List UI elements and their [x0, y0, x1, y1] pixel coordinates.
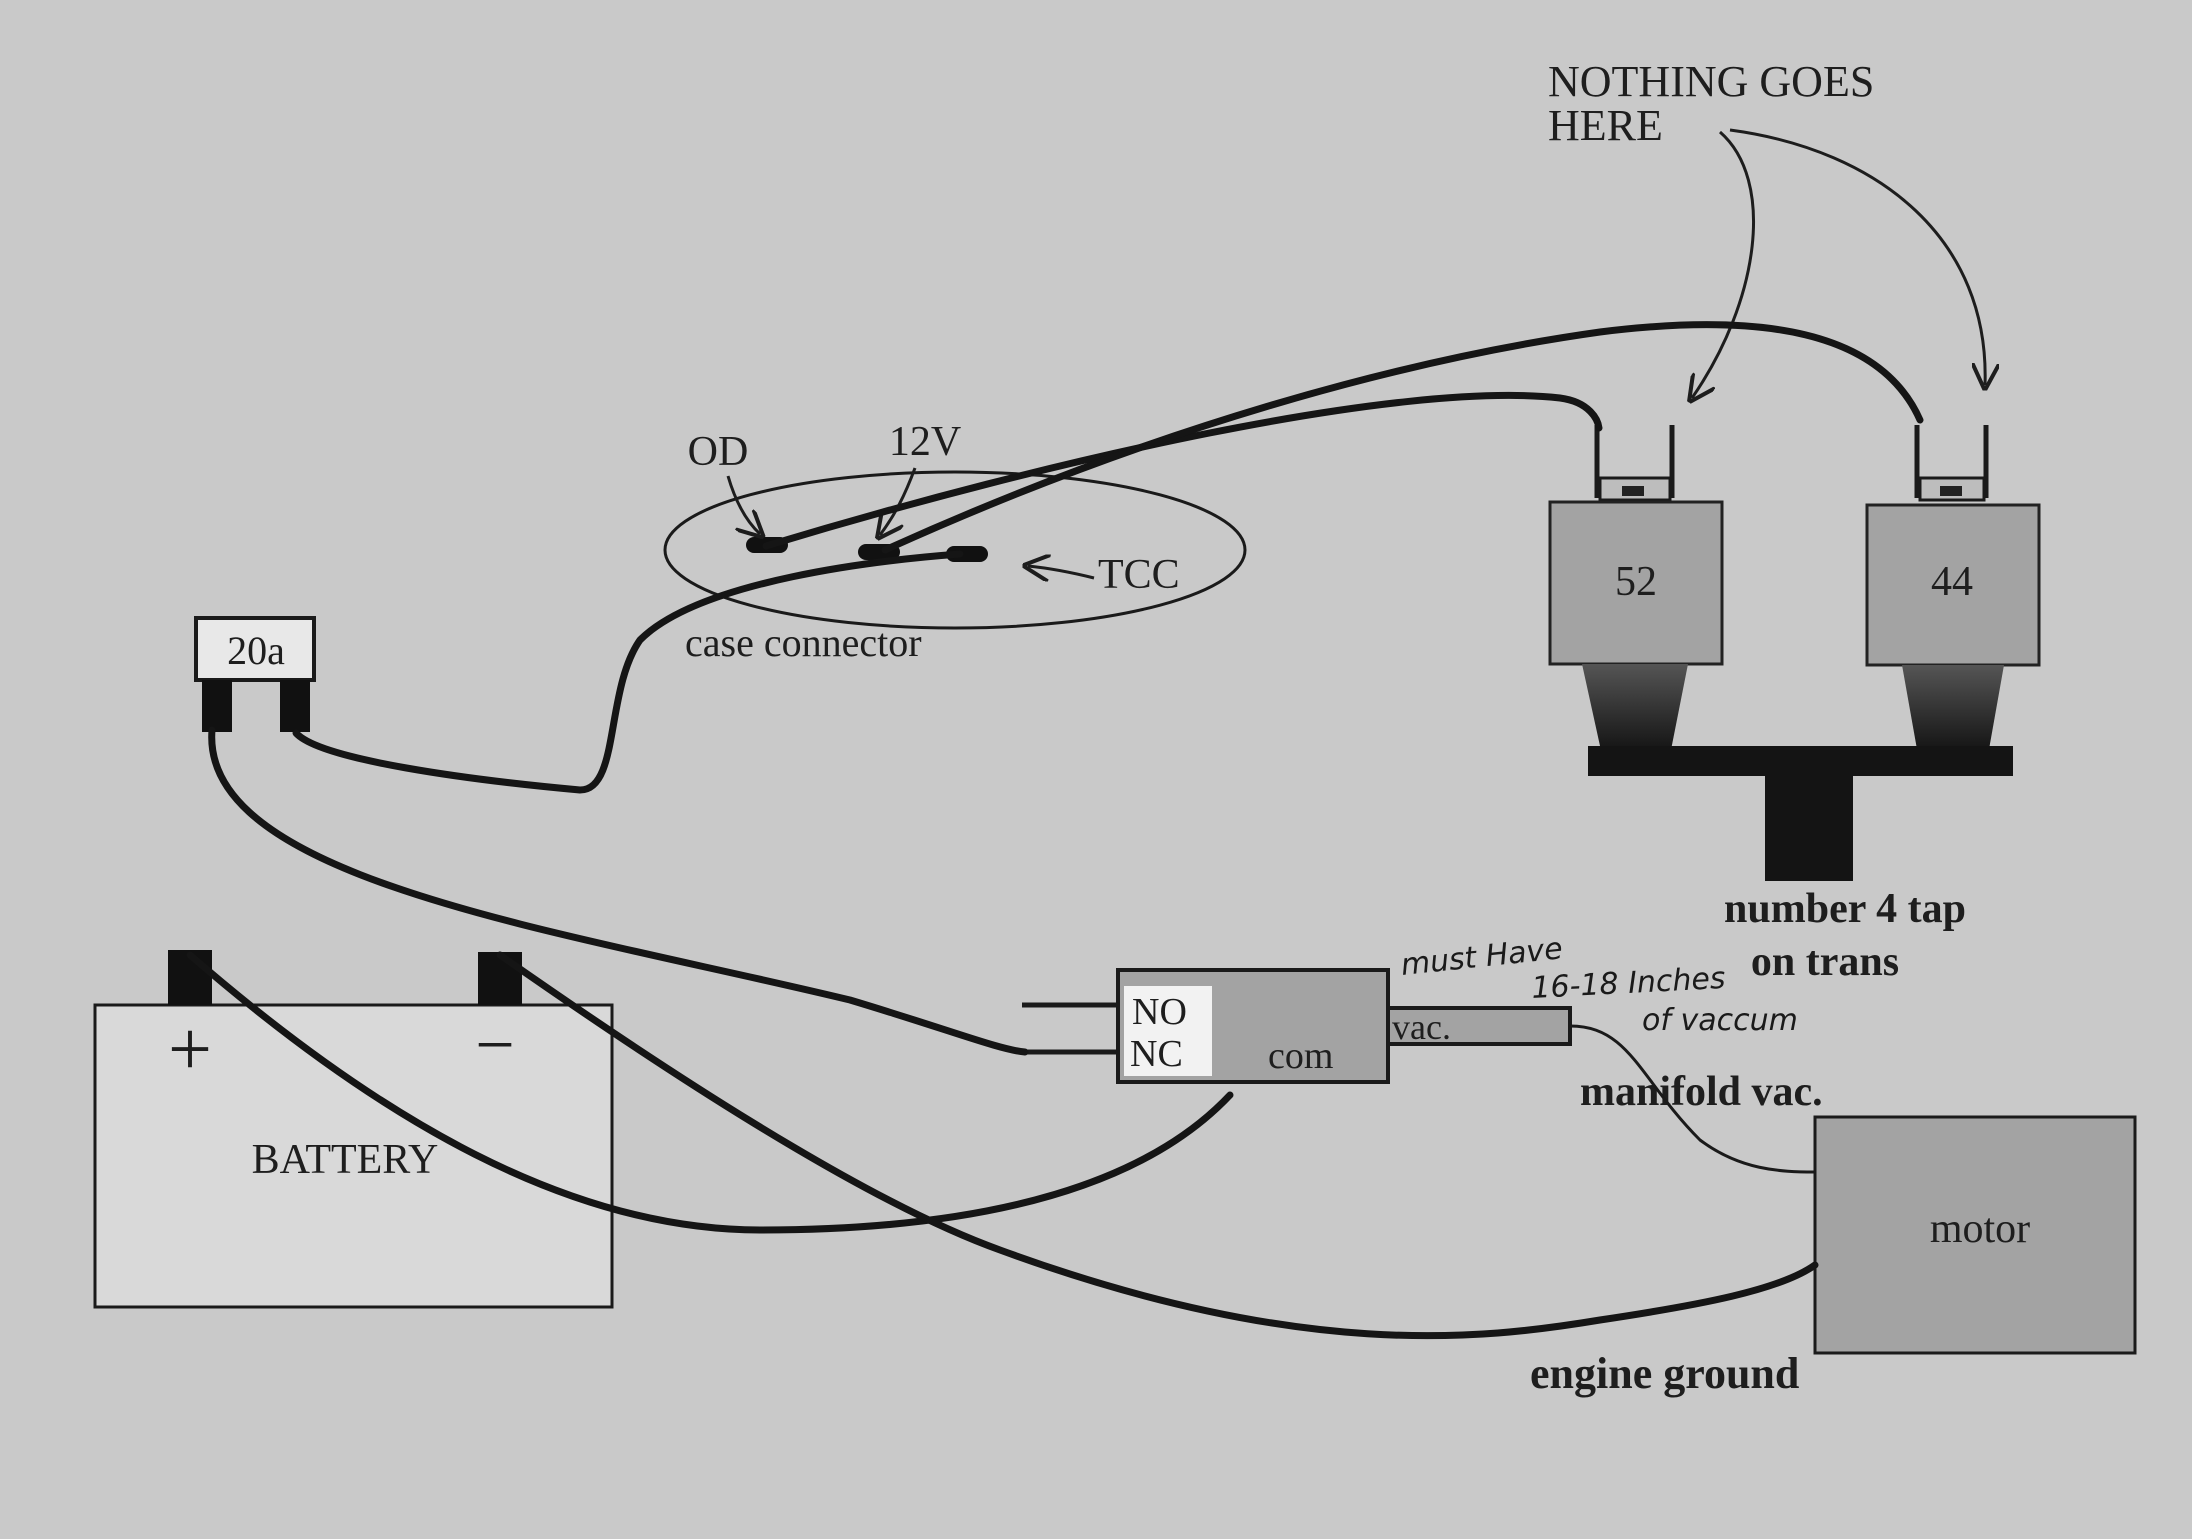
battery-negative-terminal: [478, 952, 522, 1005]
fuse-label: 20a: [227, 628, 285, 673]
manifold-vac-label: manifold vac.: [1580, 1069, 1823, 1115]
motor-label: motor: [1930, 1206, 2030, 1252]
vacuum-hose-to-motor: [1568, 1024, 1817, 1174]
switch-nc-label: NC: [1130, 1033, 1183, 1075]
battery-minus-sign: −: [475, 1007, 514, 1084]
battery-plus-sign: +: [168, 1005, 212, 1092]
tap-label-line2: on trans: [1751, 939, 1899, 985]
switch-no-label: NO: [1132, 991, 1187, 1033]
switch-vac-label: vac.: [1392, 1007, 1451, 1047]
mounting-plate: [1588, 746, 2013, 776]
tcc-label: TCC: [1098, 552, 1180, 598]
od-label: OD: [688, 429, 749, 475]
solenoid-44: 44: [1865, 425, 2041, 755]
motor: motor: [1813, 1115, 2137, 1355]
arrow-to-52: [1692, 130, 1755, 398]
vac-port: [1386, 1006, 1572, 1046]
tap-label-line1: number 4 tap: [1724, 886, 1966, 932]
case-connector: [663, 470, 1247, 630]
handnote-line3: of vaccum: [1642, 1003, 1798, 1038]
wire-fuse-to-switch-nc: [208, 726, 1029, 1056]
vacuum-switch: NO NC com vac.: [1022, 968, 1572, 1084]
12v-label: 12V: [889, 419, 961, 465]
solenoid-52-label: 52: [1615, 559, 1657, 605]
wire-battery-positive-to-com: [186, 951, 1234, 1234]
wire-12v-to-solenoid-44: [881, 321, 1924, 554]
solenoid-44-label: 44: [1931, 559, 1973, 605]
nothing-goes-here-line1: NOTHING GOES: [1548, 57, 1874, 106]
nothing-goes-here-line2: HERE: [1548, 101, 1663, 150]
wire-battery-negative-to-ground: [496, 951, 1819, 1340]
arrow-to-44: [1729, 128, 1985, 385]
battery-label: BATTERY: [252, 1137, 439, 1183]
battery: + − BATTERY: [93, 950, 614, 1309]
solenoid-52: 52: [1548, 425, 1724, 755]
tcc-arrow: [1028, 566, 1095, 578]
engine-ground-label: engine ground: [1530, 1349, 1799, 1398]
switch-com-label: com: [1268, 1035, 1333, 1077]
fuse-20a: 20a: [194, 616, 316, 732]
number-4-tap-fitting: [1765, 776, 1853, 881]
od-arrow: [726, 475, 760, 534]
wire-od-to-solenoid-52: [762, 391, 1603, 550]
wire-fuse-to-tcc: [292, 550, 964, 794]
tcc-pin: [946, 546, 988, 562]
case-connector-label: case connector: [685, 620, 922, 665]
